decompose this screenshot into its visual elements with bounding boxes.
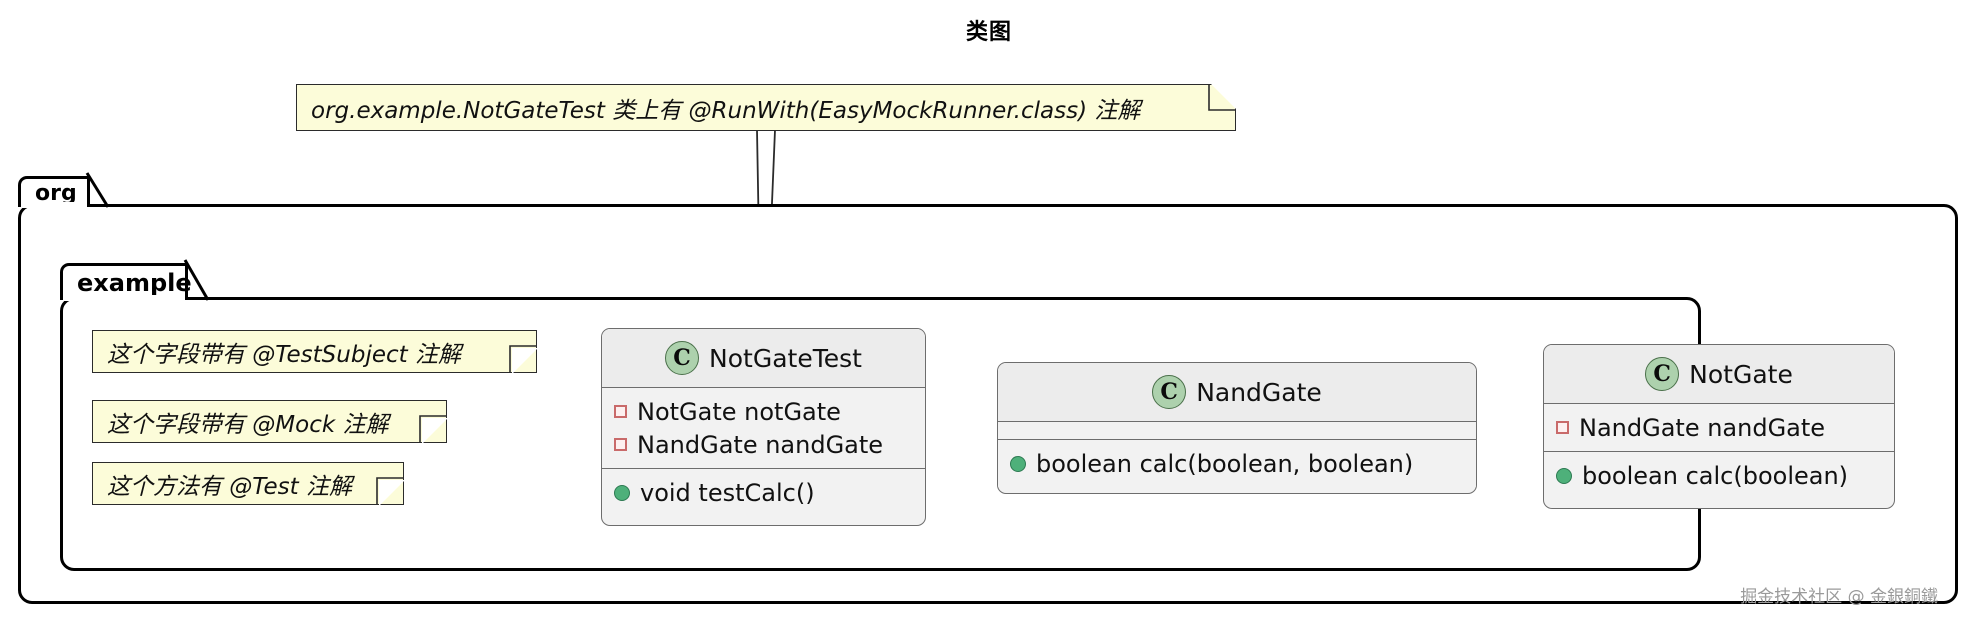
class-method: boolean calc(boolean) (1544, 459, 1894, 492)
class-header-nandgate: C NandGate (998, 363, 1476, 422)
package-org-tab-slant-icon (85, 172, 110, 208)
class-field: NandGate nandGate (1544, 411, 1894, 444)
note-fold-corner-icon (378, 479, 405, 506)
class-c-icon: C (1645, 357, 1680, 391)
note-testsubject: 这个字段带有 @TestSubject 注解 (92, 330, 538, 374)
note-runwith-text: org.example.NotGateTest 类上有 @RunWith(Eas… (311, 97, 1141, 124)
class-name-notgate: NotGate (1689, 359, 1793, 389)
package-org-label: org (35, 180, 77, 206)
note-test: 这个方法有 @Test 注解 (92, 462, 405, 506)
class-method-label: void testCalc() (640, 478, 815, 507)
public-marker-icon (1556, 467, 1572, 484)
package-org-tab-seam (21, 202, 87, 208)
note-testsubject-text: 这个字段带有 @TestSubject 注解 (107, 341, 461, 368)
note-mock: 这个字段带有 @Mock 注解 (92, 400, 448, 444)
class-box-notgatetest[interactable]: C NotGateTest NotGate notGate NandGate n… (601, 328, 926, 526)
package-example-tab: example (60, 263, 192, 300)
note-fold-corner-icon (421, 417, 448, 444)
package-example-label: example (77, 269, 192, 297)
private-marker-icon (1556, 421, 1569, 434)
package-org-tab: org (18, 176, 90, 207)
note-test-text: 这个方法有 @Test 注解 (107, 473, 352, 500)
private-marker-icon (614, 438, 627, 451)
note-fold-lines-icon (418, 414, 446, 442)
class-field-label: NandGate nandGate (637, 430, 884, 459)
note-fold-corner-icon (511, 347, 538, 374)
note-fold-lines-icon (508, 344, 536, 372)
public-marker-icon (614, 484, 630, 501)
class-method-label: boolean calc(boolean, boolean) (1036, 449, 1414, 478)
public-marker-icon (1010, 455, 1026, 472)
package-example-tab-seam (63, 295, 185, 301)
watermark: 掘金技术社区 @ 金銀銅鐵 (1740, 587, 1938, 607)
note-fold-lines-icon (375, 476, 403, 504)
note-fold-corner-icon (1210, 83, 1237, 110)
package-example-tab-slant-icon (183, 259, 210, 301)
class-method-label: boolean calc(boolean) (1582, 461, 1849, 490)
class-fields-notgate: NandGate nandGate (1544, 404, 1894, 451)
note-runwith: org.example.NotGateTest 类上有 @RunWith(Eas… (296, 83, 1237, 131)
class-methods-notgate: boolean calc(boolean) (1544, 451, 1894, 499)
class-name-nandgate: NandGate (1196, 377, 1322, 407)
note-mock-text: 这个字段带有 @Mock 注解 (107, 411, 389, 438)
class-field-label: NotGate notGate (637, 397, 841, 426)
class-box-nandgate[interactable]: C NandGate boolean calc(boolean, boolean… (997, 362, 1477, 494)
class-fields-nandgate (998, 422, 1476, 439)
class-c-icon: C (1152, 375, 1187, 409)
class-header-notgatetest: C NotGateTest (602, 329, 925, 388)
class-methods-nandgate: boolean calc(boolean, boolean) (998, 439, 1476, 487)
class-name-notgatetest: NotGateTest (709, 343, 862, 373)
class-method: void testCalc() (602, 476, 925, 509)
class-methods-notgatetest: void testCalc() (602, 468, 925, 516)
class-fields-notgatetest: NotGate notGate NandGate nandGate (602, 388, 925, 468)
class-c-icon: C (665, 341, 700, 375)
page-title: 类图 (965, 20, 1012, 45)
private-marker-icon (614, 405, 627, 418)
class-box-notgate[interactable]: C NotGate NandGate nandGate boolean calc… (1543, 344, 1895, 509)
class-method: boolean calc(boolean, boolean) (998, 447, 1476, 480)
class-field-label: NandGate nandGate (1579, 413, 1826, 442)
class-header-notgate: C NotGate (1544, 345, 1894, 404)
class-field: NotGate notGate (602, 395, 925, 428)
class-field: NandGate nandGate (602, 428, 925, 461)
note-fold-lines-icon (1207, 83, 1235, 111)
